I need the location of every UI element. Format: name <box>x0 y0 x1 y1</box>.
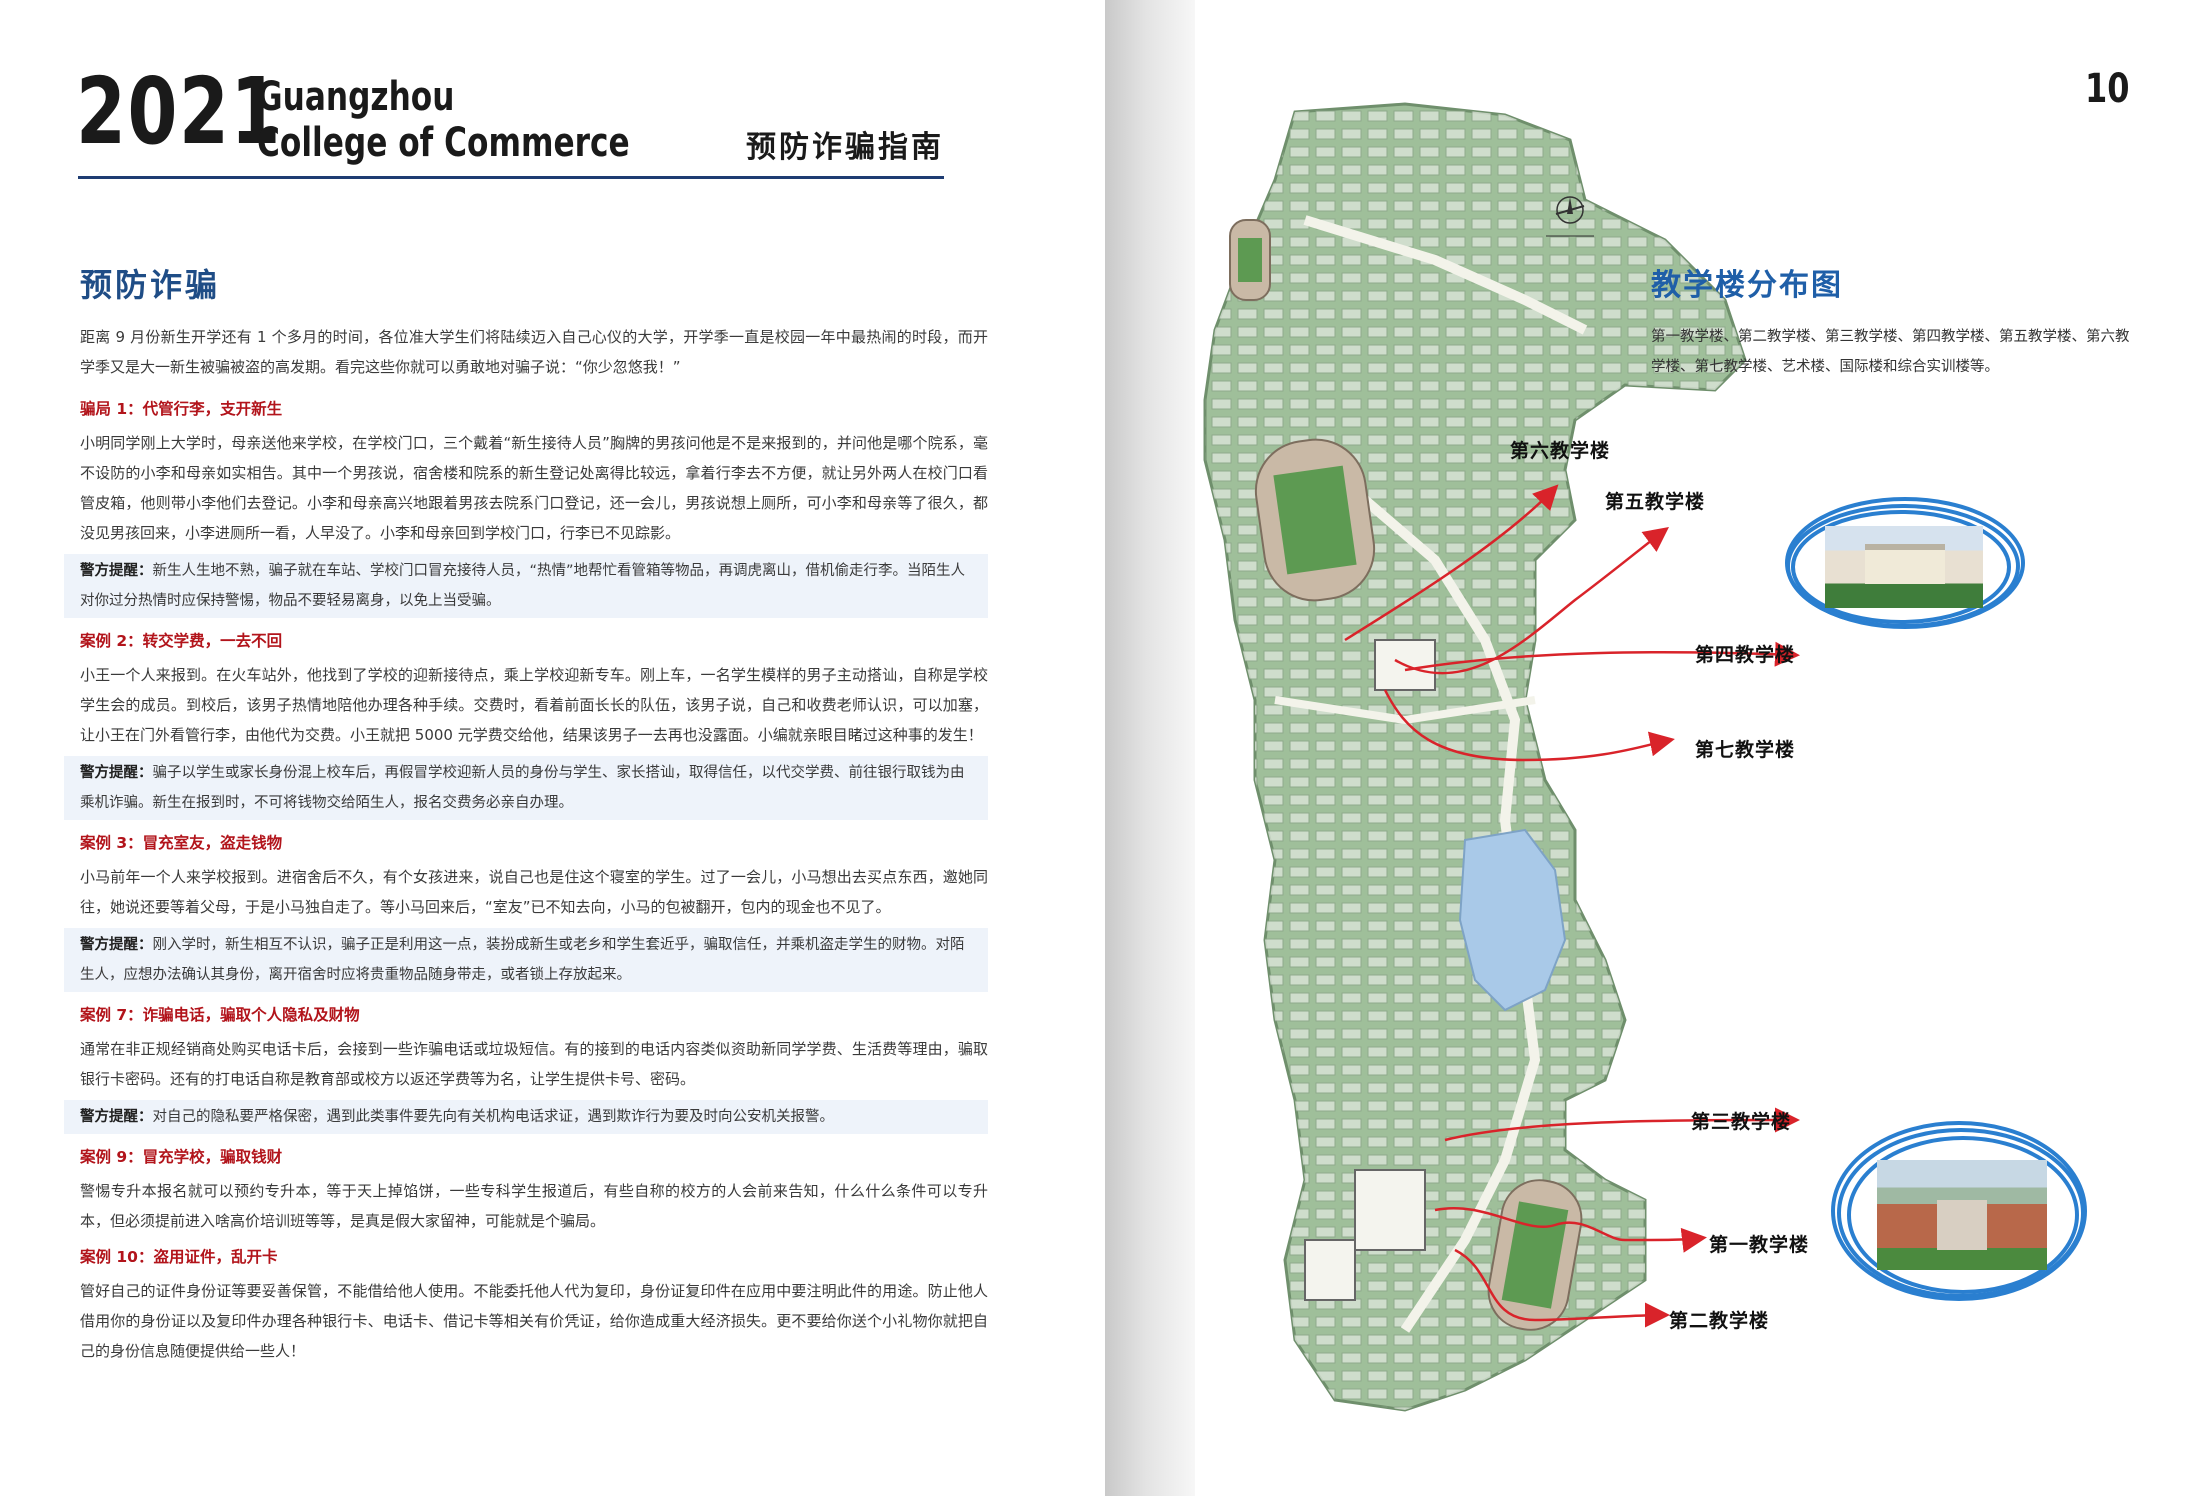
campus-map <box>1203 102 2087 1412</box>
header-year: 2021 <box>76 58 282 165</box>
case-title: 案例 10：盗用证件，乱开卡 <box>80 1248 278 1266</box>
warning-label: 警方提醒： <box>80 765 153 781</box>
right-page: 10 <box>1105 0 2205 1496</box>
arrow-b5 <box>1394 526 1669 675</box>
page-number: 10 <box>2085 66 2130 112</box>
police-warning: 警方提醒：骗子以学生或家长身份混上校车后，再假冒学校迎新人员的身份与学生、家长搭… <box>64 756 988 820</box>
left-page: 2021 Guangzhou College of Commerce 预防诈骗指… <box>64 58 988 1372</box>
highlight-circle-b4 <box>1785 497 2025 629</box>
label-building-3: 第三教学楼 <box>1691 1111 1792 1133</box>
arrow-b4 <box>1404 641 1800 672</box>
warning-label: 警方提醒： <box>80 937 153 953</box>
arrow-b3 <box>1444 1107 1800 1142</box>
warning-label: 警方提醒： <box>80 1109 153 1125</box>
case-title: 案例 7：诈骗电话，骗取个人隐私及财物 <box>80 1006 360 1024</box>
warning-text: 骗子以学生或家长身份混上校车后，再假冒学校迎新人员的身份与学生、家长搭讪，取得信… <box>80 765 965 811</box>
police-warning: 警方提醒：刚入学时，新生相互不认识，骗子正是利用这一点，装扮成新生或老乡和学生套… <box>64 928 988 992</box>
label-building-7: 第七教学楼 <box>1695 739 1796 761</box>
warning-text: 新生人生地不熟，骗子就在车站、学校门口冒充接待人员，“热情”地帮忙看管箱等物品，… <box>80 563 966 609</box>
case-body: 小王一个人来报到。在火车站外，他找到了学校的迎新接待点，乘上学校迎新专车。刚上车… <box>80 666 988 744</box>
police-warning: 警方提醒：对自己的隐私要严格保密，遇到此类事件要先向有关机构电话求证，遇到欺诈行… <box>64 1100 988 1134</box>
label-building-6: 第六教学楼 <box>1510 440 1611 462</box>
intro-paragraph: 距离 9 月份新生开学还有 1 个多月的时间，各位准大学生们将陆续迈入自己心仪的… <box>80 328 988 376</box>
case-body: 小马前年一个人来学校报到。进宿舍后不久，有个女孩进来，说自己也是住这个寝室的学生… <box>80 868 988 916</box>
building-photo-4 <box>1825 526 1983 608</box>
header-divider <box>78 176 944 179</box>
label-building-4: 第四教学楼 <box>1695 644 1796 666</box>
label-building-5: 第五教学楼 <box>1605 491 1706 513</box>
arrow-b2 <box>1454 1248 1670 1328</box>
school-name-line2: College of Commerce <box>257 120 630 166</box>
warning-label: 警方提醒： <box>80 563 153 579</box>
arrow-b7 <box>1383 689 1675 762</box>
case-body: 小明同学刚上大学时，母亲送他来学校，在学校门口，三个戴着“新生接待人员”胸牌的男… <box>80 434 988 542</box>
case-body: 管好自己的证件身份证等要妥善保管，不能借给他人使用。不能委托他人代为复印，身份证… <box>80 1282 988 1360</box>
warning-text: 对自己的隐私要严格保密，遇到此类事件要先向有关机构电话求证，遇到欺诈行为要及时向… <box>152 1109 835 1125</box>
header-school-name: Guangzhou College of Commerce <box>257 74 630 166</box>
arrow-b6 <box>1344 484 1559 642</box>
campus-lake <box>1458 828 1567 1012</box>
arrow-b1 <box>1434 1207 1707 1253</box>
case-title: 骗局 1：代管行李，支开新生 <box>80 400 283 418</box>
case-body: 通常在非正规经销商处购买电话卡后，会接到一些诈骗电话或垃圾短信。有的接到的电话内… <box>80 1040 988 1088</box>
case-body: 警惕专升本报名就可以预约专升本，等于天上掉馅饼，一些专科学生报道后，有些自称的校… <box>80 1182 988 1230</box>
school-name-line1: Guangzhou <box>257 74 455 120</box>
section-title: 预防诈骗 <box>80 266 221 304</box>
label-building-1: 第一教学楼 <box>1709 1234 1810 1256</box>
building-photo-1 <box>1877 1160 2047 1270</box>
article-content: 距离 9 月份新生开学还有 1 个多月的时间，各位准大学生们将陆续迈入自己心仪的… <box>64 322 988 1372</box>
north-compass <box>1546 196 1594 237</box>
case-title: 案例 9：冒充学校，骗取钱财 <box>80 1148 283 1166</box>
label-building-2: 第二教学楼 <box>1669 1310 1770 1332</box>
highlight-circle-b1 <box>1831 1121 2087 1301</box>
guide-title: 预防诈骗指南 <box>746 130 944 165</box>
case-title: 案例 3：冒充室友，盗走钱物 <box>80 834 283 852</box>
map-description: 第一教学楼、第二教学楼、第三教学楼、第四教学楼、第五教学楼、第六教学楼、第七教学… <box>1651 329 2130 375</box>
police-warning: 警方提醒：新生人生地不熟，骗子就在车站、学校门口冒充接待人员，“热情”地帮忙看管… <box>64 554 988 618</box>
case-title: 案例 2：转交学费，一去不回 <box>80 632 283 650</box>
warning-text: 刚入学时，新生相互不认识，骗子正是利用这一点，装扮成新生或老乡和学生套近乎，骗取… <box>80 937 965 983</box>
map-title: 教学楼分布图 <box>1651 268 1843 303</box>
page-gutter-shadow <box>1105 0 1195 1496</box>
